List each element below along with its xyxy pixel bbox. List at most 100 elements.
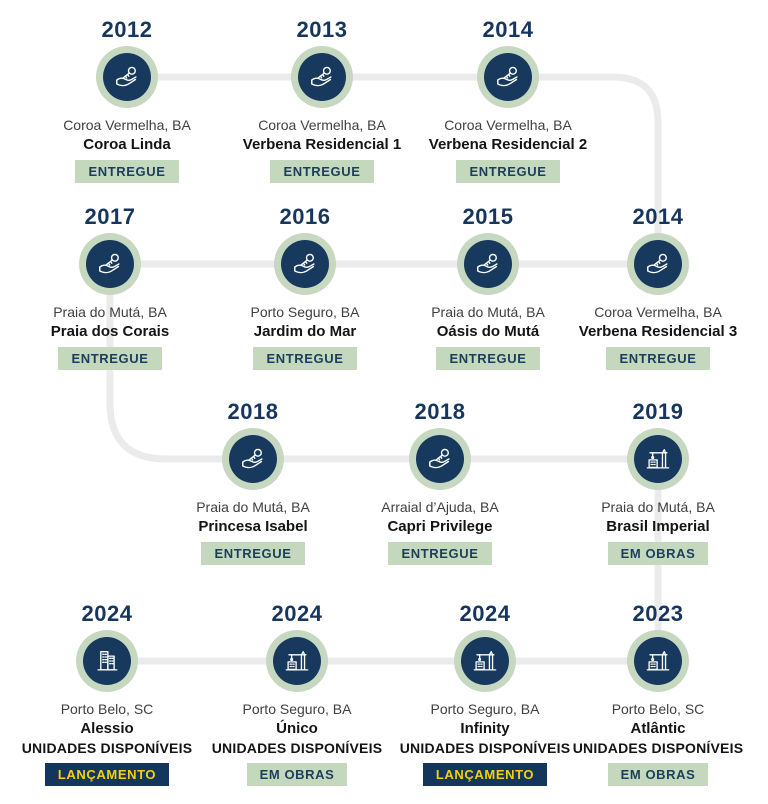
project-name: Coroa Linda xyxy=(83,136,171,153)
location-label: Arraial d’Ajuda, BA xyxy=(381,499,499,515)
project-name: Verbena Residencial 1 xyxy=(242,136,402,153)
milestone-circle xyxy=(266,630,328,692)
status-badge: EM OBRAS xyxy=(607,763,709,786)
status-badge: ENTREGUE xyxy=(456,160,560,183)
location-label: Porto Seguro, BA xyxy=(242,701,352,717)
location-label: Coroa Vermelha, BA xyxy=(258,117,386,133)
location-label: Praia do Mutá, BA xyxy=(601,499,715,515)
milestone-circle xyxy=(291,46,353,108)
timeline-node: 2024 Porto Seguro, BA Infinity UNIDADES … xyxy=(385,601,585,786)
status-badge: LANÇAMENTO xyxy=(44,763,170,786)
project-name: Verbena Residencial 3 xyxy=(578,323,738,340)
milestone-circle-inner xyxy=(484,53,532,101)
milestone-circle-inner xyxy=(634,240,682,288)
location-label: Praia do Mutá, BA xyxy=(53,304,167,320)
year-label: 2024 xyxy=(459,601,511,626)
timeline-node: 2023 Porto Belo, SC Atlântic UNIDADES DI… xyxy=(558,601,758,786)
key-hand-icon xyxy=(492,61,524,93)
status-badge: EM OBRAS xyxy=(607,542,709,565)
timeline-node: 2017 Praia do Mutá, BA Praia dos Corais … xyxy=(10,204,210,370)
crane-icon xyxy=(281,645,313,677)
year-label: 2017 xyxy=(84,204,136,229)
year-label: 2013 xyxy=(296,17,348,42)
year-label: 2014 xyxy=(632,204,684,229)
milestone-circle xyxy=(79,233,141,295)
key-hand-icon xyxy=(111,61,143,93)
timeline-node: 2024 Porto Belo, SC Alessio UNIDADES DIS… xyxy=(7,601,207,786)
status-badge: ENTREGUE xyxy=(75,160,179,183)
milestone-circle xyxy=(274,233,336,295)
project-name: Infinity xyxy=(460,720,510,737)
milestone-circle-inner xyxy=(86,240,134,288)
timeline-node: 2014 Coroa Vermelha, BA Verbena Residenc… xyxy=(408,17,608,183)
status-badge: ENTREGUE xyxy=(270,160,374,183)
project-name: Princesa Isabel xyxy=(198,518,308,535)
project-name: Único xyxy=(276,720,318,737)
project-name: Atlântic xyxy=(630,720,686,737)
timeline-node: 2016 Porto Seguro, BA Jardim do Mar ENTR… xyxy=(205,204,405,370)
location-label: Coroa Vermelha, BA xyxy=(594,304,722,320)
timeline-node: 2018 Praia do Mutá, BA Princesa Isabel E… xyxy=(153,399,353,565)
status-badge: LANÇAMENTO xyxy=(422,763,548,786)
year-label: 2014 xyxy=(482,17,534,42)
key-hand-icon xyxy=(424,443,456,475)
year-label: 2016 xyxy=(279,204,331,229)
milestone-circle xyxy=(409,428,471,490)
key-hand-icon xyxy=(94,248,126,280)
timeline-node: 2014 Coroa Vermelha, BA Verbena Residenc… xyxy=(558,204,758,370)
location-label: Porto Belo, SC xyxy=(611,701,705,717)
year-label: 2012 xyxy=(101,17,153,42)
milestone-circle xyxy=(96,46,158,108)
timeline-node: 2019 Praia do Mutá, BA Brasil Imperial E… xyxy=(558,399,758,565)
milestone-circle xyxy=(627,630,689,692)
location-label: Porto Seguro, BA xyxy=(430,701,540,717)
location-label: Porto Belo, SC xyxy=(60,701,154,717)
milestone-circle-inner xyxy=(273,637,321,685)
location-label: Praia do Mutá, BA xyxy=(431,304,545,320)
status-badge: ENTREGUE xyxy=(388,542,492,565)
units-label: UNIDADES DISPONÍVEIS xyxy=(211,740,383,756)
year-label: 2023 xyxy=(632,601,684,626)
status-badge: ENTREGUE xyxy=(253,347,357,370)
key-hand-icon xyxy=(289,248,321,280)
key-hand-icon xyxy=(642,248,674,280)
timeline-node: 2015 Praia do Mutá, BA Oásis do Mutá ENT… xyxy=(388,204,588,370)
milestone-circle-inner xyxy=(464,240,512,288)
project-name: Jardim do Mar xyxy=(253,323,357,340)
project-name: Brasil Imperial xyxy=(606,518,710,535)
milestone-circle xyxy=(76,630,138,692)
timeline-node: 2012 Coroa Vermelha, BA Coroa Linda ENTR… xyxy=(27,17,227,183)
year-label: 2018 xyxy=(227,399,279,424)
milestone-circle-inner xyxy=(298,53,346,101)
year-label: 2018 xyxy=(414,399,466,424)
key-hand-icon xyxy=(237,443,269,475)
milestone-circle xyxy=(627,428,689,490)
timeline-node: 2024 Porto Seguro, BA Único UNIDADES DIS… xyxy=(197,601,397,786)
year-label: 2019 xyxy=(632,399,684,424)
milestone-circle-inner xyxy=(461,637,509,685)
project-name: Capri Privilege xyxy=(387,518,493,535)
milestone-circle xyxy=(454,630,516,692)
location-label: Porto Seguro, BA xyxy=(250,304,360,320)
milestone-circle-inner xyxy=(416,435,464,483)
milestone-circle-inner xyxy=(281,240,329,288)
location-label: Coroa Vermelha, BA xyxy=(63,117,191,133)
milestone-circle-inner xyxy=(83,637,131,685)
project-name: Alessio xyxy=(80,720,134,737)
units-label: UNIDADES DISPONÍVEIS xyxy=(21,740,193,756)
crane-icon xyxy=(642,443,674,475)
project-name: Oásis do Mutá xyxy=(436,323,540,340)
units-label: UNIDADES DISPONÍVEIS xyxy=(399,740,571,756)
status-badge: ENTREGUE xyxy=(201,542,305,565)
year-label: 2024 xyxy=(271,601,323,626)
key-hand-icon xyxy=(472,248,504,280)
status-badge: ENTREGUE xyxy=(436,347,540,370)
status-badge: ENTREGUE xyxy=(606,347,710,370)
crane-icon xyxy=(642,645,674,677)
year-label: 2015 xyxy=(462,204,514,229)
milestone-circle-inner xyxy=(634,637,682,685)
status-badge: EM OBRAS xyxy=(246,763,348,786)
timeline-node: 2018 Arraial d’Ajuda, BA Capri Privilege… xyxy=(340,399,540,565)
